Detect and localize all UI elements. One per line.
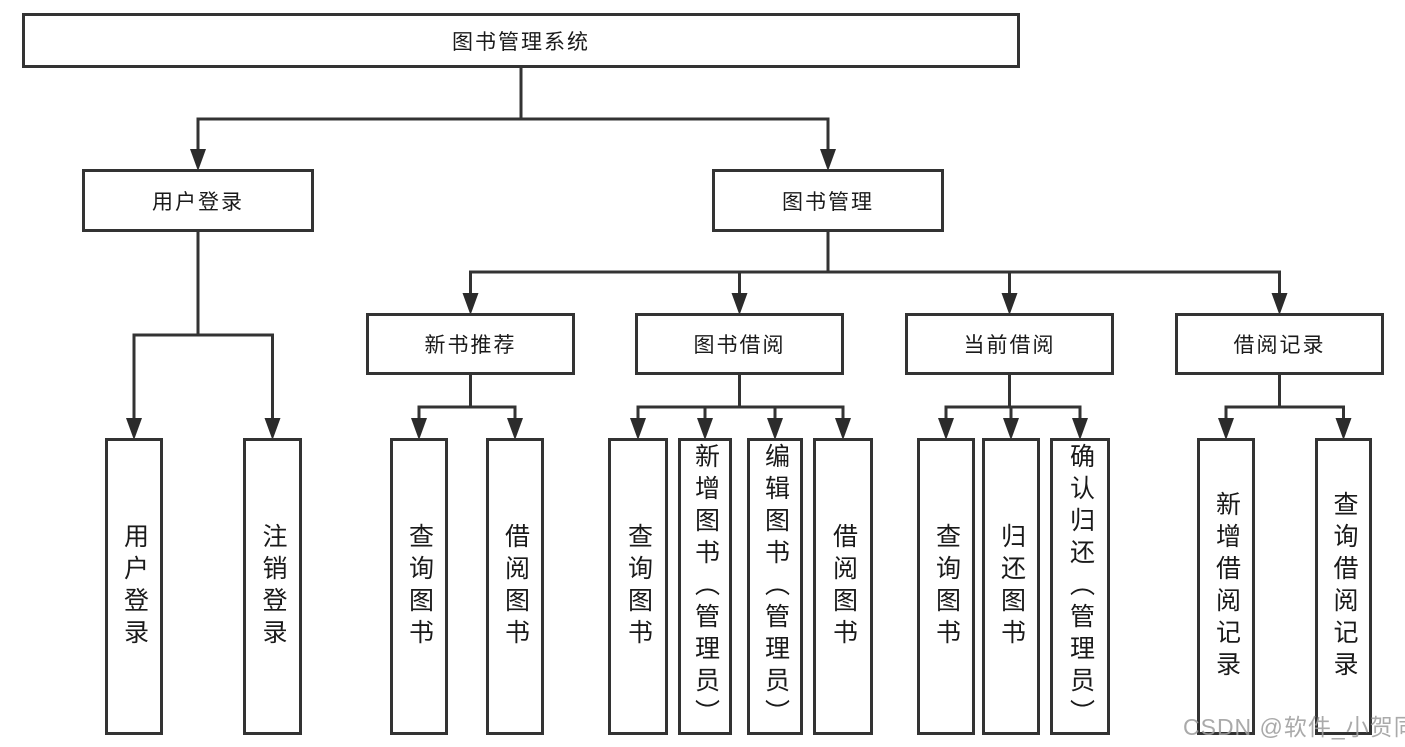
node-label: 用户登录 [120, 522, 149, 651]
node-bb-query-book: 查询图书 [608, 438, 668, 735]
node-br-add-record: 新增借阅记录 [1197, 438, 1255, 735]
node-label: 查询图书 [932, 522, 961, 651]
node-bb-add-book: 新增图书（管理员） [678, 438, 732, 735]
arrowhead-icon [507, 418, 523, 440]
node-label: 新增借阅记录 [1212, 490, 1241, 683]
watermark: CSDN @软件_小贺同学 [1183, 714, 1405, 740]
arrowhead-icon [126, 418, 142, 440]
node-label: 查询图书 [405, 522, 434, 651]
arrowhead-icon [1003, 418, 1019, 440]
node-label: 新增图书（管理员） [691, 442, 720, 731]
node-label: 借阅图书 [501, 522, 530, 651]
node-borrow-records: 借阅记录 [1175, 313, 1384, 375]
node-label: 注销登录 [259, 522, 287, 651]
node-label: 查询图书 [624, 522, 653, 651]
node-book-borrow: 图书借阅 [635, 313, 844, 375]
node-label: 新书推荐 [424, 334, 517, 357]
arrowhead-icon [820, 149, 836, 171]
node-current-borrow: 当前借阅 [905, 313, 1114, 375]
node-logout: 注销登录 [243, 438, 302, 735]
arrowhead-icon [1218, 418, 1234, 440]
node-bb-edit-book: 编辑图书（管理员） [747, 438, 803, 735]
arrowhead-icon [630, 418, 646, 440]
node-cb-return-book: 归还图书 [982, 438, 1040, 735]
node-label: 图书借阅 [693, 334, 786, 357]
node-rec-borrow-book: 借阅图书 [486, 438, 544, 735]
arrowhead-icon [697, 418, 713, 440]
node-label: 借阅记录 [1233, 334, 1326, 357]
arrowhead-icon [411, 418, 427, 440]
node-br-query-record: 查询借阅记录 [1315, 438, 1372, 735]
arrowhead-icon [1072, 418, 1088, 440]
node-root: 图书管理系统 [22, 13, 1020, 68]
node-label: 编辑图书（管理员） [761, 442, 790, 731]
node-label: 图书管理系统 [452, 30, 590, 54]
node-new-book-rec: 新书推荐 [366, 313, 575, 375]
arrowhead-icon [767, 418, 783, 440]
arrowhead-icon [264, 418, 281, 440]
arrowhead-icon [1001, 293, 1018, 315]
node-label: 当前借阅 [963, 334, 1056, 357]
node-bb-borrow-book: 借阅图书 [813, 438, 873, 735]
node-label: 借阅图书 [829, 522, 858, 651]
node-label: 图书管理 [782, 190, 874, 214]
arrowhead-icon [938, 418, 954, 440]
node-cb-query-book: 查询图书 [917, 438, 975, 735]
arrowhead-icon [835, 418, 851, 440]
arrowhead-icon [731, 293, 748, 315]
node-label: 查询借阅记录 [1330, 490, 1358, 683]
arrowhead-icon [462, 293, 479, 315]
node-login: 用户登录 [105, 438, 163, 735]
arrowhead-icon [190, 149, 206, 171]
arrowhead-icon [1271, 293, 1288, 315]
node-label: 归还图书 [997, 522, 1026, 651]
node-book-mgmt: 图书管理 [712, 169, 944, 232]
arrowhead-icon [1335, 418, 1352, 440]
node-user-login: 用户登录 [82, 169, 314, 232]
node-rec-query-book: 查询图书 [390, 438, 448, 735]
node-label: 用户登录 [152, 190, 244, 214]
node-cb-confirm-return: 确认归还（管理员） [1050, 438, 1110, 735]
node-label: 确认归还（管理员） [1066, 442, 1095, 731]
